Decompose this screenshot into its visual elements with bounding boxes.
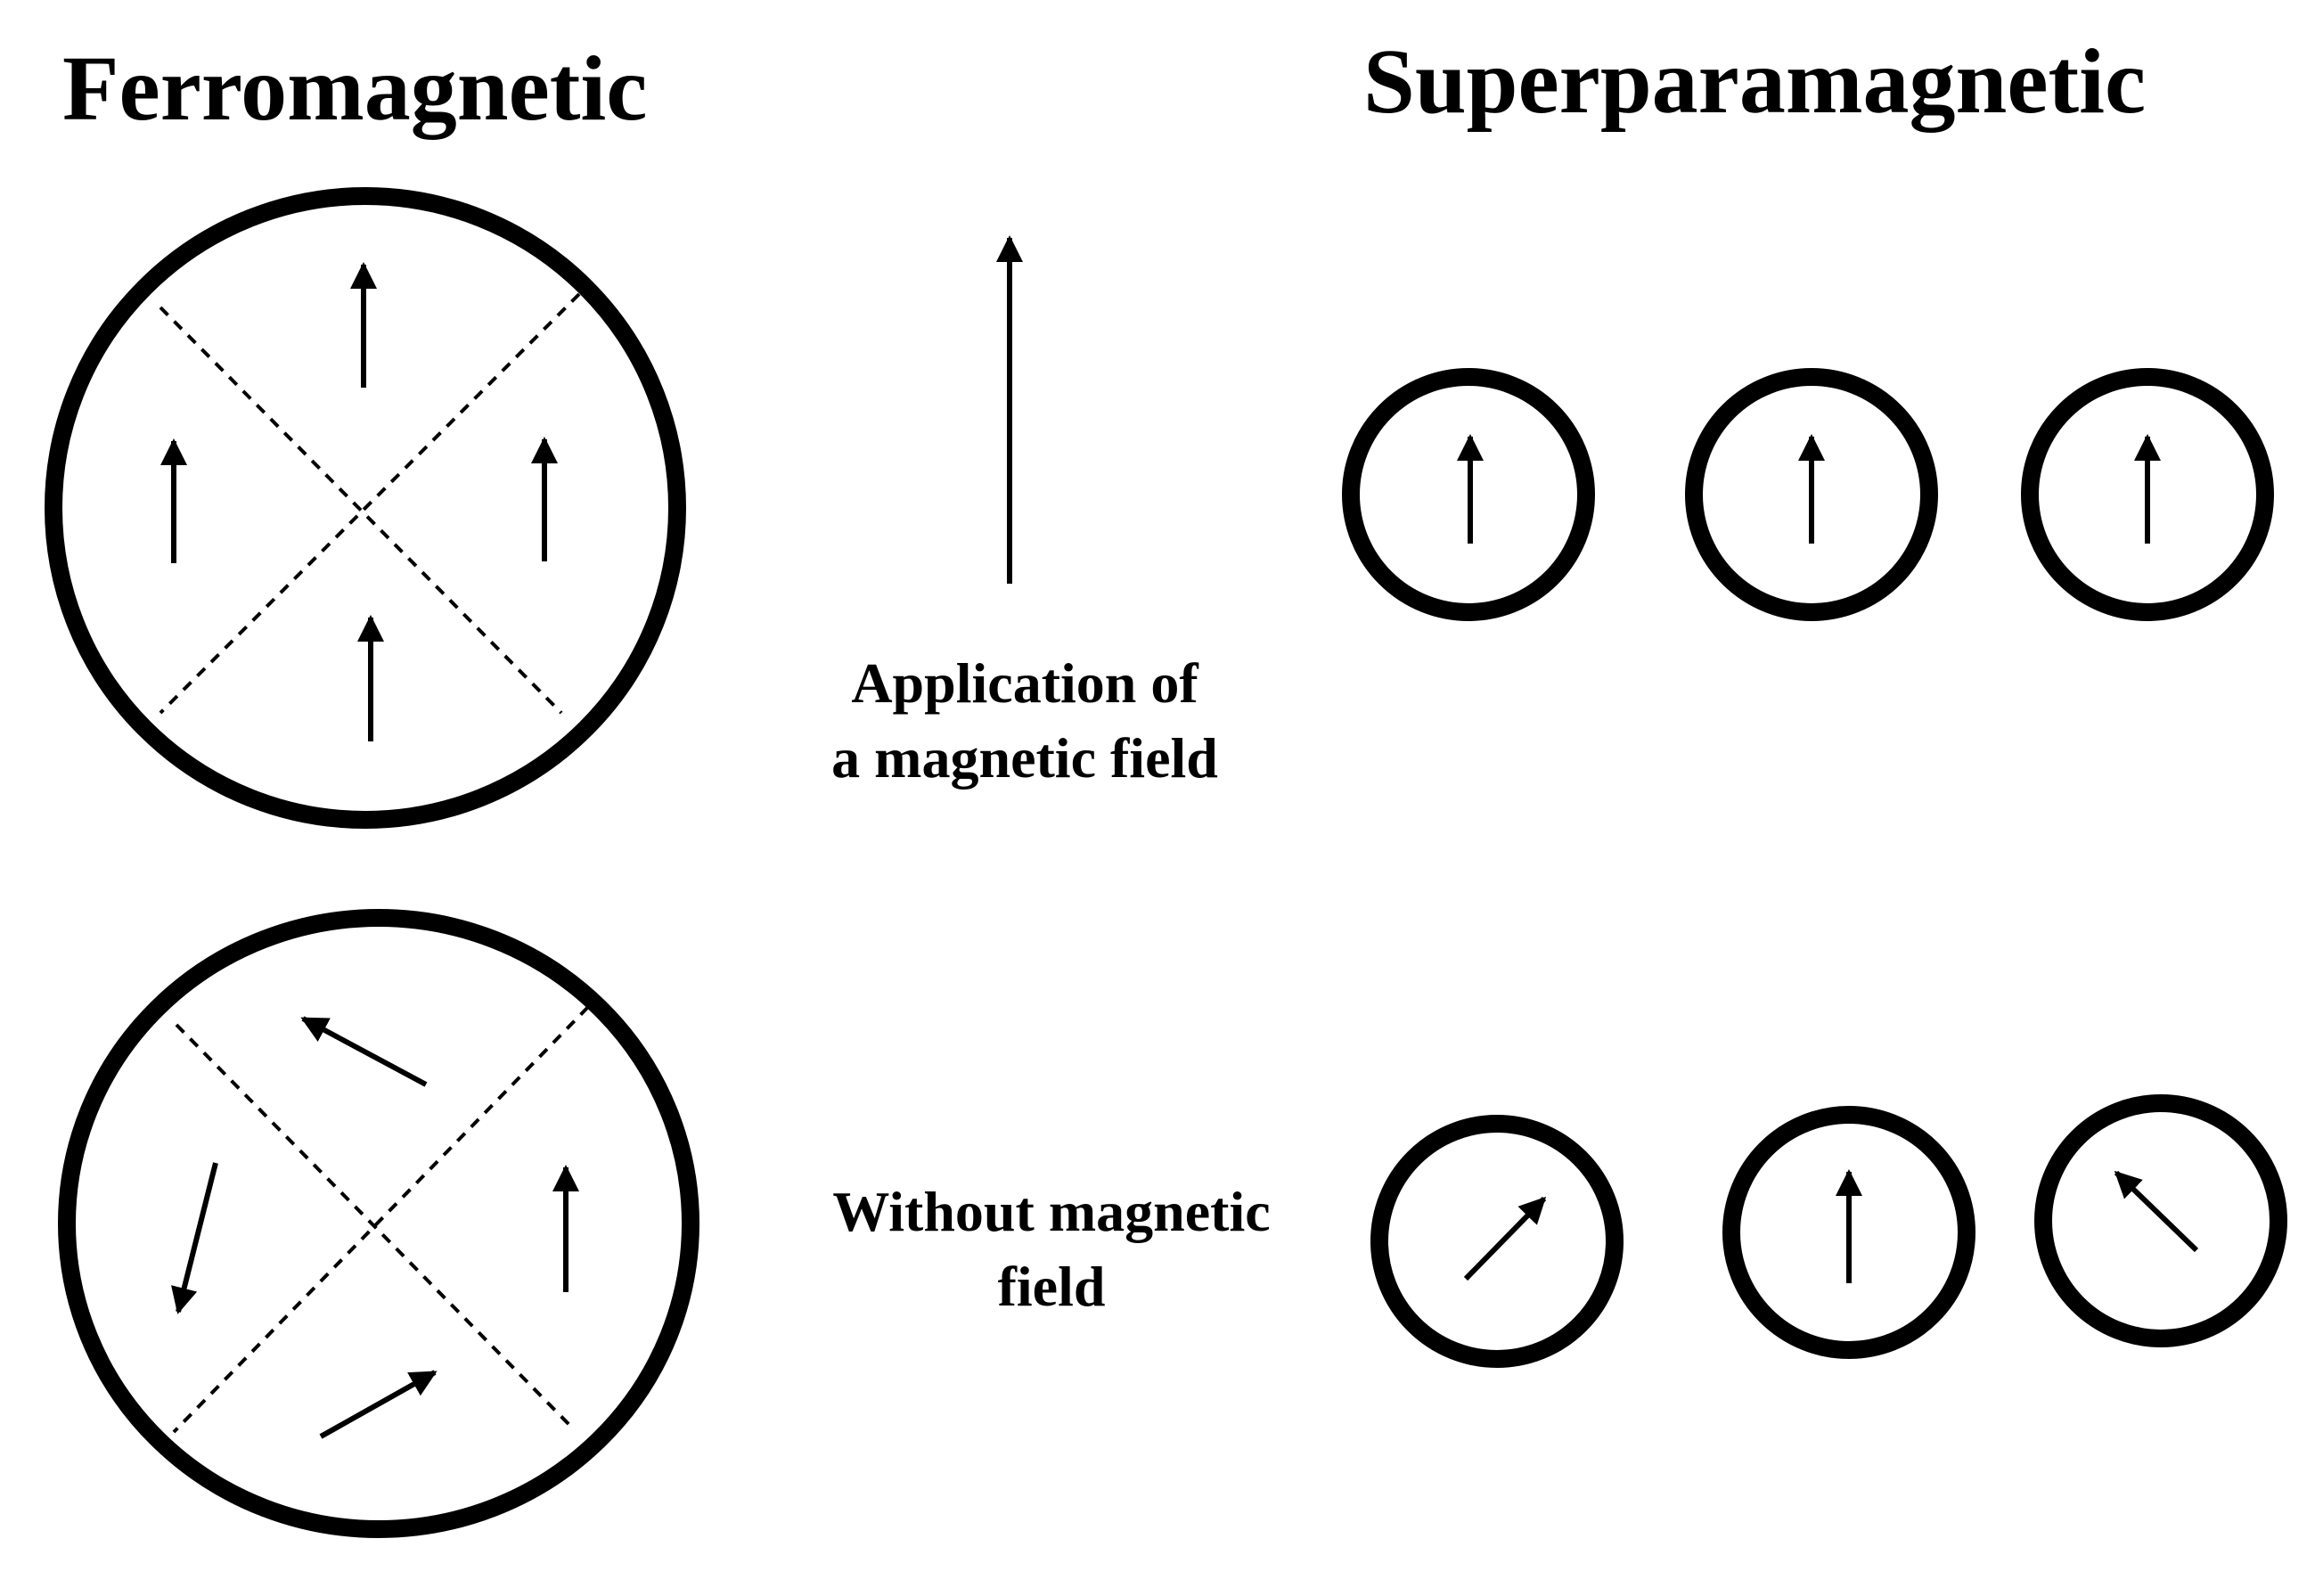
superparamagnetic-title: Superparamagnetic [1363, 30, 2147, 133]
applied-field-label-line1: Application of [851, 651, 1198, 715]
domain-wall [159, 292, 581, 715]
applied-field-label-line2: a magnetic field [831, 726, 1218, 790]
domain-moment-arrow [171, 1162, 218, 1314]
domain-moment-arrow [319, 1370, 438, 1439]
superpara-particle [1370, 1115, 1624, 1368]
ferromagnetic-title: Ferromagnetic [62, 37, 648, 140]
ferro-random-outline [58, 909, 699, 1538]
superpara-particle [1722, 1106, 1975, 1359]
domain-moment-arrow [300, 1016, 428, 1087]
particle-moment-arrow [2114, 1170, 2199, 1253]
superpara-particle [1342, 368, 1595, 621]
particle-moment-arrow [1463, 1196, 1547, 1281]
no-field-label-line2: field [997, 1255, 1106, 1318]
domain-wall [159, 306, 563, 715]
applied-field-label: Application of a magnetic field [740, 646, 1310, 796]
ferro-aligned-particle [45, 187, 686, 829]
domain-wall [172, 1005, 590, 1434]
ferro-random-particle [58, 909, 699, 1538]
no-field-label-line1: Without magnetic [832, 1180, 1271, 1243]
superpara-particle [1685, 368, 1938, 621]
superpara-particle [2021, 368, 2274, 621]
superpara-random-particles [1370, 1094, 2287, 1368]
superpara-aligned-particles [1342, 368, 2274, 621]
superpara-particle [2034, 1094, 2287, 1347]
domain-wall [175, 1023, 577, 1432]
ferro-aligned-outline [45, 187, 686, 829]
no-field-label: Without magnetic field [766, 1174, 1337, 1324]
